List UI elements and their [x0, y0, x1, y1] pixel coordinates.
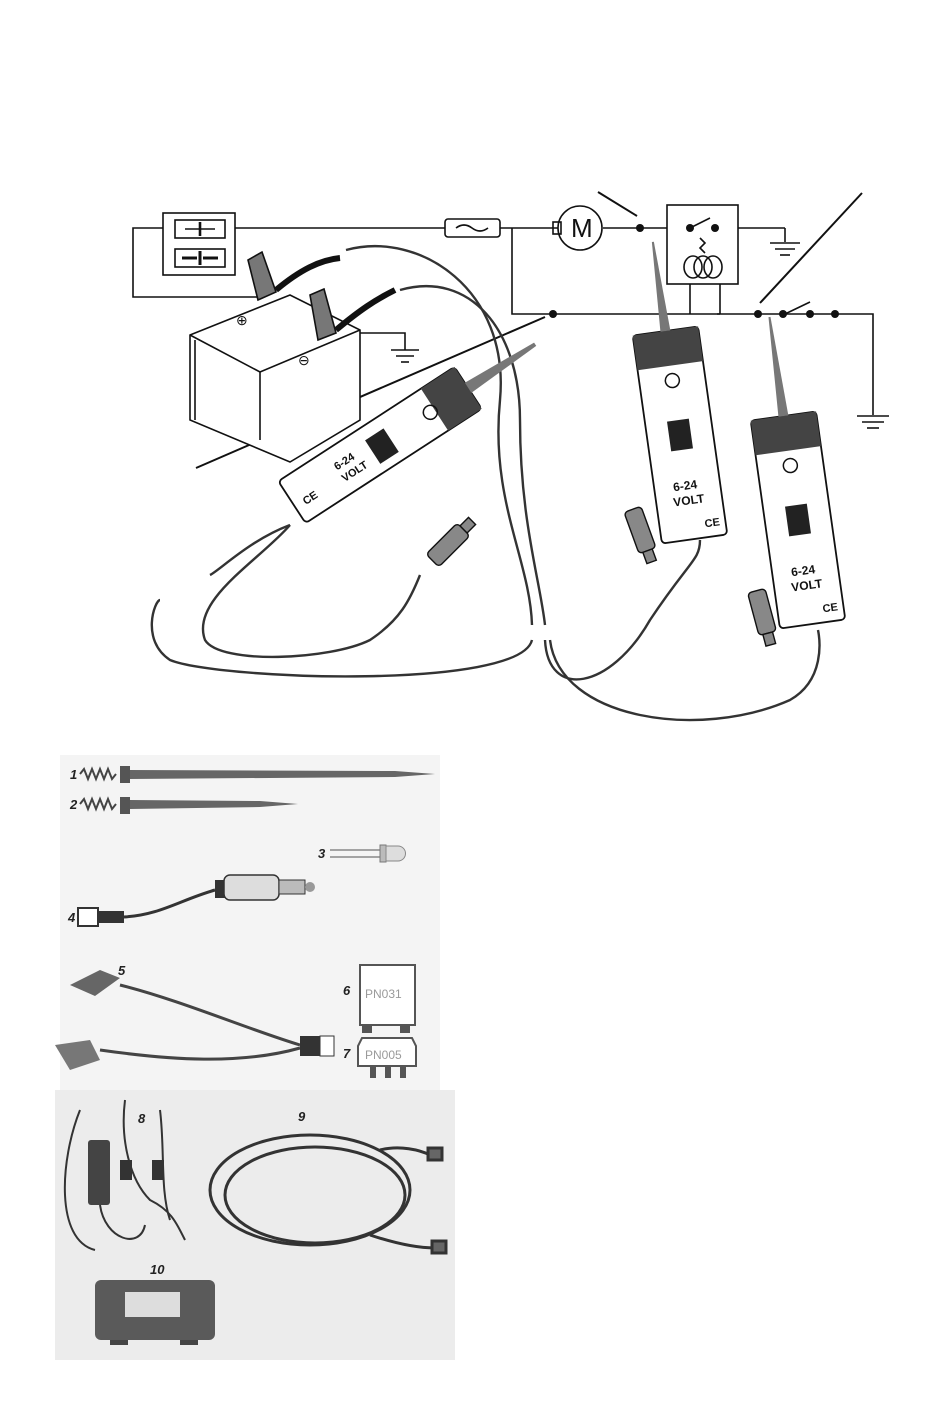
probe-right-ce: CE	[822, 601, 839, 615]
part-7-code: PN005	[365, 1048, 402, 1062]
battery-positive-terminal: ⊕	[236, 312, 248, 328]
relay-symbol	[667, 205, 738, 284]
ground-symbol-relay	[770, 228, 800, 255]
ground-symbol-switch	[857, 416, 889, 428]
part-number-6: 6	[343, 983, 351, 998]
part-number-1: 1	[70, 767, 77, 782]
battery-symbol-box	[163, 213, 235, 275]
part-number-2: 2	[69, 797, 78, 812]
part-number-3: 3	[318, 846, 326, 861]
part-number-4: 4	[67, 910, 76, 925]
part-6-switch: PN031	[360, 965, 415, 1033]
switch-symbol	[785, 302, 810, 314]
motor-label: M	[571, 213, 593, 243]
fuse-symbol	[445, 219, 500, 237]
part-number-9: 9	[298, 1109, 306, 1124]
part-6-code: PN031	[365, 987, 402, 1001]
probe-right: 6-24 VOLT CE	[737, 312, 846, 628]
probe-middle-ce: CE	[704, 516, 721, 530]
part-number-10: 10	[150, 1262, 165, 1277]
ground-symbol-battery	[391, 350, 419, 362]
parts-photo: PN031 PN005	[55, 755, 455, 1360]
part-10-case	[95, 1280, 215, 1345]
battery-clamp-positive	[248, 252, 276, 300]
battery-negative-terminal: ⊖	[298, 352, 310, 368]
part-number-8: 8	[138, 1111, 146, 1126]
part-number-5: 5	[118, 963, 126, 978]
part-number-7: 7	[343, 1046, 351, 1061]
